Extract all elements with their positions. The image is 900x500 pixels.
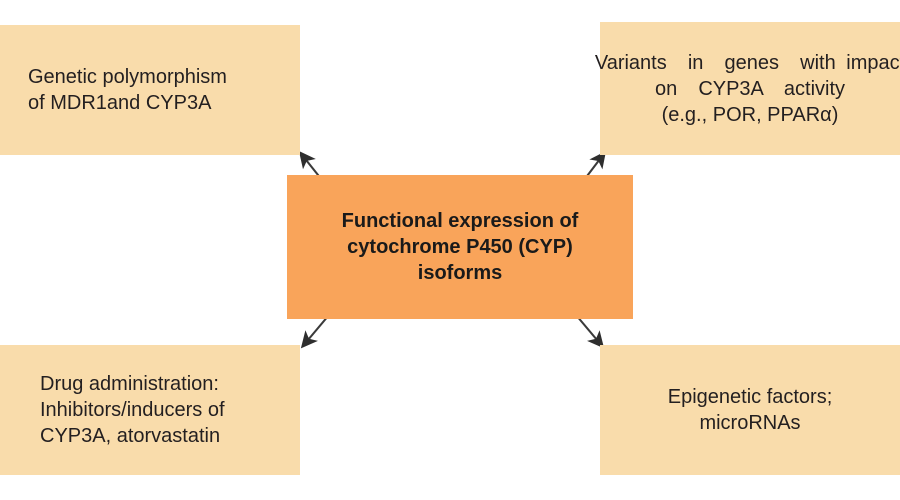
node-drug-administration-line-1: Drug administration:	[40, 373, 219, 395]
node-drug-administration-line-2: Inhibitors/inducers of	[40, 399, 225, 421]
node-functional-expression-line-3: isoforms	[417, 262, 503, 284]
node-epigenetic-factors: Epigenetic factors; microRNAs	[600, 345, 900, 475]
node-drug-administration: Drug administration: Inhibitors/inducers…	[0, 345, 300, 475]
node-functional-expression: Functional expression of cytochrome P450…	[287, 175, 633, 319]
node-genetic-polymorphism-line-2: of MDR1and CYP3A	[28, 92, 212, 114]
node-genetic-polymorphism-line-1: Genetic polymorphism	[28, 66, 227, 88]
node-epigenetic-factors-line-2: microRNAs	[699, 412, 801, 434]
node-gene-variants-line-1: Variants in genes with impact	[594, 51, 900, 74]
node-genetic-polymorphism: Genetic polymorphism of MDR1and CYP3A	[0, 25, 300, 155]
node-drug-administration-line-3: CYP3A, atorvastatin	[40, 425, 221, 447]
node-functional-expression-line-2: cytochrome P450 (CYP)	[347, 236, 573, 258]
node-functional-expression-line-1: Functional expression of	[341, 210, 579, 232]
node-epigenetic-factors-line-1: Epigenetic factors;	[667, 386, 833, 408]
node-gene-variants-line-2: on CYP3A activity	[654, 77, 846, 100]
node-gene-variants-line-3: (e.g., POR, PPARα)	[661, 103, 839, 126]
node-gene-variants: Variants in genes with impact on CYP3A a…	[595, 22, 900, 155]
